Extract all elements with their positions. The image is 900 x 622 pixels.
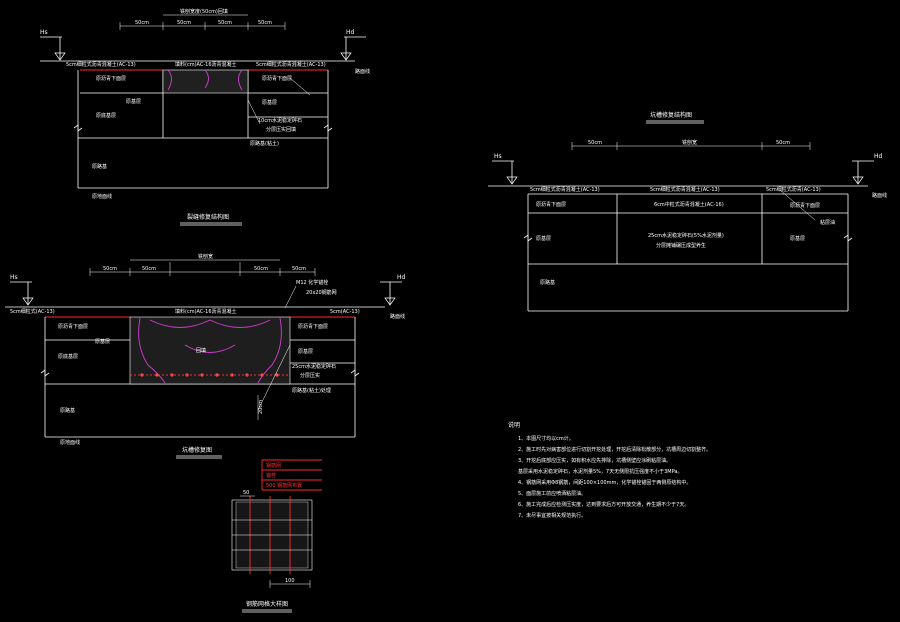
hs-label: Hs [494, 153, 502, 160]
surface-mid-label: 填料(cm)AC-16沥青混凝土 [175, 308, 237, 315]
dim-label: 50cm [254, 266, 268, 272]
subgrade-label: 原路基 [540, 279, 555, 286]
subgrade-label: 原路基 [92, 163, 107, 170]
dim-label: 50cm [177, 20, 191, 26]
hd-label: Hd [346, 29, 355, 36]
layer-label: 25cm水泥稳定碎石(5%水泥剂量) [648, 232, 724, 239]
layer-label: 原沥青下面层 [96, 75, 126, 82]
note-label: 20x20钢筋网 [306, 289, 337, 296]
vertical-dim-label: 20cm [258, 400, 264, 414]
layer-label: 原基层 [95, 338, 110, 345]
section-title: 坑槽修复结构图 [650, 111, 692, 119]
detail-title: 钢筋网格大样图 [246, 600, 288, 608]
note-item: 6、施工完成后应检测压实度，达到要求后方可开放交通，养生期不少于7天。 [518, 501, 689, 508]
top-dim-title: 铣刨宽度(50cm)回填 [180, 8, 228, 15]
layer-label: 原底基层 [58, 353, 78, 360]
detail-label: 锚栓 [266, 472, 276, 479]
dim-label: 铣刨宽 [198, 253, 213, 260]
dim-label: 50cm [292, 266, 306, 272]
section-title: 坑槽修复图 [182, 446, 212, 454]
dim-label: 50cm [776, 140, 790, 146]
dim-label: 50cm [135, 20, 149, 26]
detail-label: 500 钢筋网布置 [266, 482, 302, 489]
section-title: 裂缝修复结构图 [187, 213, 229, 221]
road-edge-label: 路面线 [355, 68, 370, 75]
layer-label: 原沥青下面层 [298, 323, 328, 330]
detail-dim: 100 [285, 578, 295, 584]
layer-label: 分层摊铺碾压成型养生 [656, 242, 706, 249]
surface-right-label: 5cm(AC-13) [330, 309, 360, 315]
dim-label: 50cm [218, 20, 232, 26]
surface-mid-label: 5cm细粒式沥青混凝土(AC-13) [650, 186, 720, 193]
note-item: 1、本图尺寸均以cm计。 [518, 435, 574, 442]
subgrade-label: 原路基 [60, 407, 75, 414]
callout-label: 粘层油 [820, 219, 835, 226]
surface-mid-label: 填料(cm)AC-16沥青混凝土 [175, 61, 237, 68]
layer-label: 原基层 [262, 99, 277, 106]
dim-label: 50cm [103, 266, 117, 272]
note-item: 2、施工时先对病害部位进行切割开挖处理，开挖后清除松散部分，坑槽周边切割整齐。 [518, 446, 711, 453]
detail-label: 钢筋网 [266, 462, 281, 469]
layer-label: 原基层 [126, 98, 141, 105]
layer-label: 分层压实回填 [266, 126, 296, 133]
layer-label: 原基层 [790, 235, 805, 242]
surface-right-label: 5cm细粒式沥青混凝土(AC-13) [256, 61, 326, 68]
layer-label: 6cm中粒式沥青混凝土(AC-16) [654, 201, 724, 208]
layer-label: 原底基层 [96, 112, 116, 119]
center-label: 回填 [196, 347, 206, 354]
rebar-detail: 钢筋网 锚栓 500 钢筋网布置 50 100 钢筋网格大样图 [231, 459, 322, 613]
layer-label: 原路基(粘土) [250, 140, 279, 147]
soil-label: 原地面线 [60, 439, 80, 446]
hs-label: Hs [10, 274, 18, 281]
surface-right-label: 5cm细粒式沥青(AC-13) [766, 186, 821, 193]
layer-label: 原沥青下面层 [262, 75, 292, 82]
surface-left-label: 5cm细粒式沥青混凝土(AC-13) [530, 186, 600, 193]
note-item: 7、未尽事宜按相关规范执行。 [518, 512, 586, 519]
soil-label: 原地面线 [92, 193, 112, 200]
right-section: 坑槽修复结构图 50cm 铣刨宽 50cm Hs Hd 路面线 5cm细粒式沥青… [488, 111, 887, 312]
road-edge-label: 路面线 [390, 313, 405, 320]
note-item: 基层采用水泥稳定碎石，水泥剂量5%，7天无侧限抗压强度不小于3MPa。 [518, 468, 682, 475]
hd-label: Hd [874, 153, 883, 160]
dim-label: 50cm [258, 20, 272, 26]
layer-label: 25cm水泥稳定碎石 [292, 363, 336, 370]
detail-dim: 50 [243, 490, 249, 496]
note-item: 4、钢筋网采用Φ8钢筋，间距100×100mm，化学锚栓锚固于两侧原结构中。 [518, 479, 691, 486]
dim-label: 50cm [142, 266, 156, 272]
dim-label: 50cm [588, 140, 602, 146]
layer-label: 原基层 [298, 348, 313, 355]
layer-label: 分层压实 [300, 372, 320, 379]
mid-left-section: 50cm 50cm 铣刨宽 50cm 50cm Hs Hd 路面线 5cm细粒式… [5, 253, 406, 459]
layer-label: 原沥青下面层 [58, 323, 88, 330]
layer-label: 原路基(粘土)处理 [292, 387, 331, 394]
layer-label: 原基层 [536, 235, 551, 242]
layer-label: 10cm水泥稳定碎石 [258, 117, 302, 124]
top-left-section: 铣刨宽度(50cm)回填 50cm 50cm 50cm 50cm Hs Hd 路… [40, 8, 370, 226]
surface-left-label: 5cm细粒式沥青混凝土(AC-13) [66, 61, 136, 68]
notes: 说明 1、本图尺寸均以cm计。 2、施工时先对病害部位进行切割开挖处理，开挖后清… [508, 421, 711, 519]
layer-label: 原沥青下面层 [790, 202, 820, 209]
hs-label: Hs [40, 29, 48, 36]
surface-left-label: 5cm细粒式(AC-13) [10, 308, 55, 315]
note-label: M12 化学锚栓 [296, 279, 328, 286]
note-item: 5、面层施工前应喷洒粘层油。 [518, 490, 586, 497]
hd-label: Hd [397, 274, 406, 281]
layer-label: 原沥青下面层 [536, 201, 566, 208]
dim-label: 铣刨宽 [682, 139, 697, 146]
note-item: 3、开挖后底部应压实，如有积水应先排除，坑槽侧壁应涂刷粘层油。 [518, 457, 671, 464]
road-edge-label: 路面线 [872, 192, 887, 199]
notes-heading: 说明 [508, 421, 520, 429]
